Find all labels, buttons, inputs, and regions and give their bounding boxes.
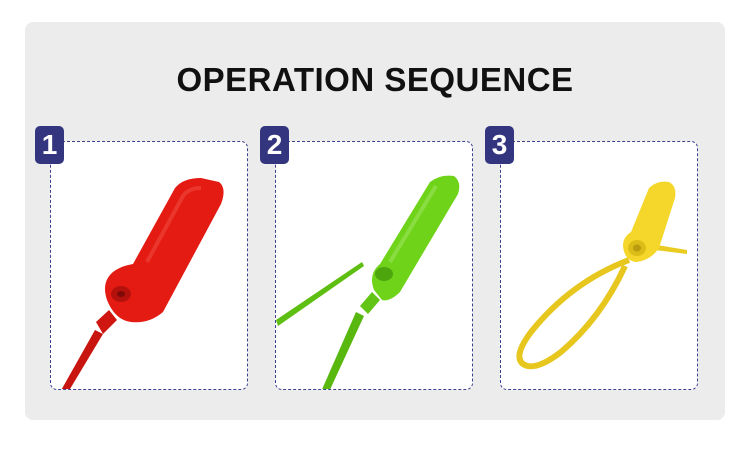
page-title: OPERATION SEQUENCE xyxy=(176,61,574,98)
step-3-badge: 3 xyxy=(485,126,514,164)
red-seal-image xyxy=(61,178,224,389)
step-2-frame xyxy=(275,141,473,390)
step-2-badge: 2 xyxy=(260,126,289,164)
step-3-frame xyxy=(500,141,698,390)
step-1-frame xyxy=(50,141,248,390)
step-1-badge: 1 xyxy=(35,126,64,164)
yellow-seal-image xyxy=(516,181,687,370)
green-seal-image xyxy=(276,175,460,389)
